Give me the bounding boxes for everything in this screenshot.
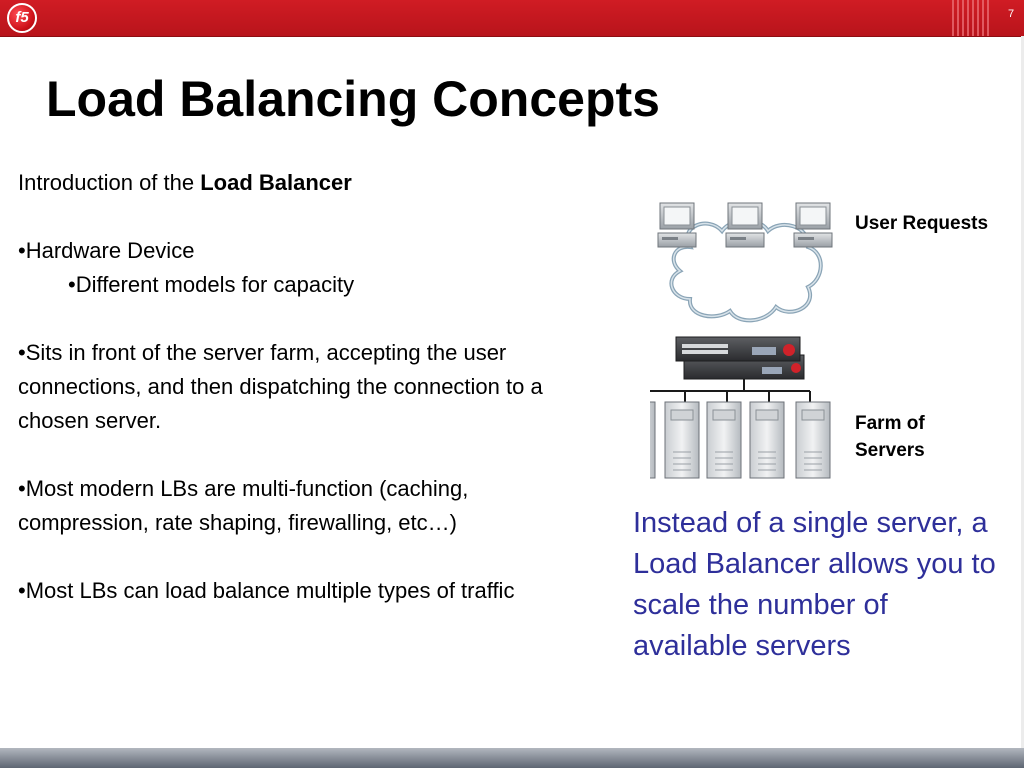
server-icon bbox=[650, 401, 656, 479]
server-icon bbox=[795, 401, 831, 479]
spacer bbox=[18, 302, 568, 336]
intro-bold: Load Balancer bbox=[200, 170, 352, 195]
spacer bbox=[18, 200, 568, 234]
client-computer-icon bbox=[657, 202, 697, 248]
server-connection-lines bbox=[650, 379, 811, 403]
intro-prefix: Introduction of the bbox=[18, 170, 201, 195]
bullet-hardware: •Hardware Device bbox=[18, 238, 195, 263]
client-computer-icon bbox=[793, 202, 833, 248]
f5-logo: f5 bbox=[7, 3, 37, 33]
header-stripes bbox=[952, 0, 992, 36]
body-text: Introduction of the Load Balancer •Hardw… bbox=[18, 166, 568, 608]
network-diagram bbox=[650, 202, 833, 479]
callout-text: Instead of a single server, a Load Balan… bbox=[633, 507, 996, 662]
load-balancer-device-icon bbox=[675, 336, 805, 380]
bullet-traffic: •Most LBs can load balance multiple type… bbox=[18, 578, 515, 603]
slide-title: Load Balancing Concepts bbox=[46, 71, 660, 127]
bullet-sits: •Sits in front of the server farm, accep… bbox=[18, 340, 543, 433]
spacer bbox=[18, 438, 568, 472]
intro-line: Introduction of the Load Balancer bbox=[18, 166, 568, 200]
server-icon bbox=[664, 401, 700, 479]
page-number: 7 bbox=[1007, 8, 1015, 20]
slide-edge bbox=[1021, 36, 1024, 748]
server-icon bbox=[706, 401, 742, 479]
label-user-requests: User Requests bbox=[855, 213, 989, 234]
header-bar: f5 7 bbox=[0, 0, 1024, 37]
client-computer-icon bbox=[725, 202, 765, 248]
bullet-models: •Different models for capacity bbox=[68, 272, 355, 297]
server-icon bbox=[749, 401, 785, 479]
spacer bbox=[18, 540, 568, 574]
footer-bar bbox=[0, 748, 1024, 768]
label-farm-of-servers: Farm of Servers bbox=[855, 413, 925, 461]
bullet-multifunction: •Most modern LBs are multi-function (cac… bbox=[18, 476, 469, 535]
